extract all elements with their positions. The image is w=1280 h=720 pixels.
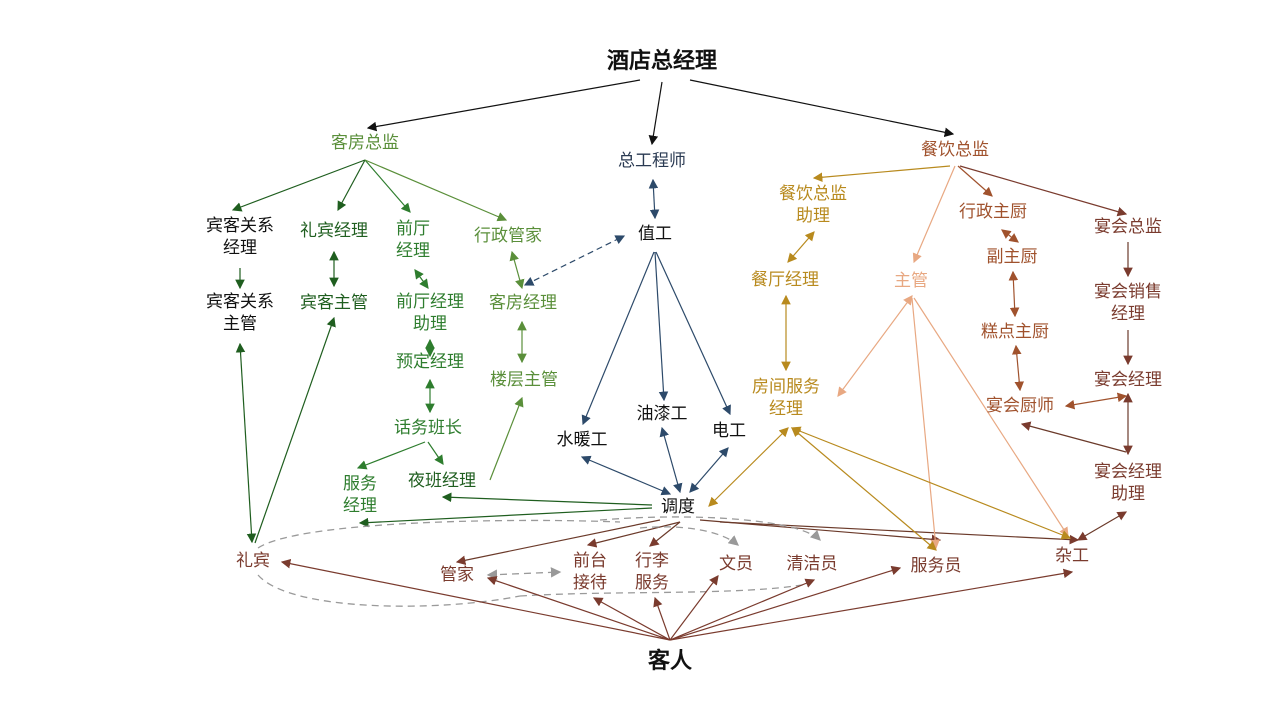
node-operator-lead: 话务班长 — [394, 418, 462, 438]
node-front-office-mgr: 前厅 经理 — [396, 219, 430, 261]
node-room-service-mgr: 房间服务 经理 — [752, 377, 820, 419]
node-reception-mgr: 礼宾经理 — [300, 221, 368, 241]
node-gm: 酒店总经理 — [606, 49, 718, 74]
node-guest-relations-mgr: 宾客关系 经理 — [206, 216, 274, 258]
node-handyman: 杂工 — [1055, 546, 1089, 566]
node-pastry-chef: 糕点主厨 — [981, 322, 1049, 342]
node-service-mgr: 服务 经理 — [343, 474, 377, 516]
node-butler: 管家 — [440, 565, 474, 585]
node-cleaner: 清洁员 — [786, 554, 838, 574]
node-rooms-director: 客房总监 — [331, 133, 399, 153]
node-restaurant-mgr: 餐厅经理 — [751, 270, 819, 290]
node-plumber: 水暖工 — [556, 430, 608, 450]
edges-fb — [781, 165, 1133, 551]
node-front-desk: 前台 接待 — [573, 551, 607, 593]
node-banquet-mgr-asst: 宴会经理 助理 — [1094, 462, 1162, 504]
node-guest-relations-sup: 宾客关系 主管 — [206, 292, 274, 334]
node-sous-chef: 副主厨 — [986, 247, 1038, 267]
node-concierge: 礼宾 — [236, 551, 270, 571]
edges-engineering — [580, 178, 731, 496]
node-electrician: 电工 — [712, 421, 746, 441]
node-night-mgr: 夜班经理 — [408, 471, 476, 491]
node-banquet-mgr: 宴会经理 — [1094, 370, 1162, 390]
node-exec-chef: 行政主厨 — [959, 202, 1027, 222]
node-clerk: 文员 — [719, 554, 753, 574]
node-reservation-mgr: 预定经理 — [396, 352, 464, 372]
node-housekeeping-mgr: 客房经理 — [489, 293, 557, 313]
node-fb-asst: 餐饮总监 助理 — [779, 184, 847, 226]
node-dispatch: 调度 — [661, 497, 695, 517]
node-exec-housekeeper: 行政管家 — [474, 226, 542, 246]
node-front-office-asst: 前厅经理 助理 — [396, 292, 464, 334]
node-floor-sup: 楼层主管 — [490, 370, 558, 390]
node-painter: 油漆工 — [636, 404, 688, 424]
node-guest: 客人 — [647, 649, 693, 674]
node-waiter: 服务员 — [910, 556, 962, 576]
edge-housekeeping-duty — [523, 235, 626, 286]
node-banquet-director: 宴会总监 — [1094, 217, 1162, 237]
node-duty-engineer: 值工 — [638, 224, 672, 244]
edges-dispatch — [358, 427, 1080, 565]
edges-gm — [366, 79, 955, 146]
node-chief-engineer: 总工程师 — [618, 151, 686, 171]
node-banquet-chef: 宴会厨师 — [986, 396, 1054, 416]
edges-guest — [280, 558, 1074, 641]
node-fb-director: 餐饮总监 — [921, 140, 989, 160]
node-reception-sup: 宾客主管 — [300, 293, 368, 313]
node-luggage: 行李 服务 — [635, 551, 669, 593]
node-supervisor: 主管 — [894, 271, 928, 291]
node-banquet-sales-mgr: 宴会销售 经理 — [1094, 282, 1162, 324]
edges-rooms — [231, 159, 527, 544]
